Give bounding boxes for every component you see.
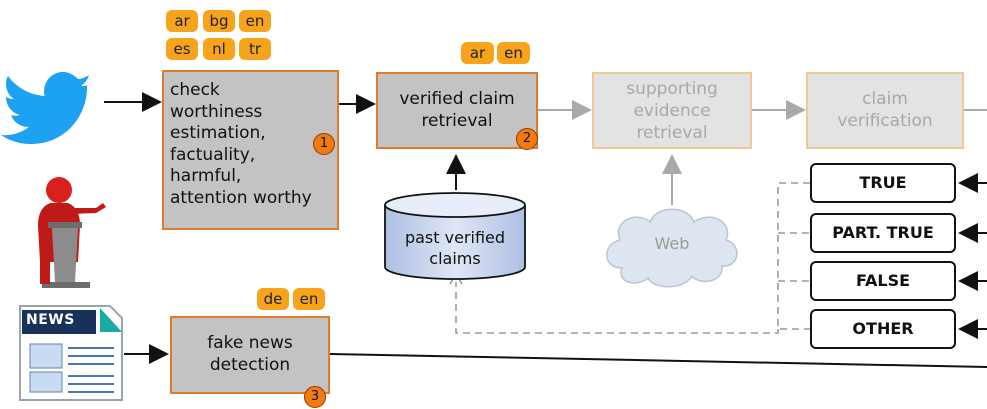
lang-tag-bg: bg — [203, 10, 235, 32]
lang-tag-ar: ar — [461, 42, 494, 64]
lang-tag-de: de — [257, 288, 289, 310]
lang-tag-en: en — [497, 42, 530, 64]
lang-tag-ar: ar — [166, 10, 198, 32]
dashed-feedback-path — [455, 182, 810, 334]
label-part-true-text: PART. TRUE — [832, 223, 934, 242]
label-part-true: PART. TRUE — [810, 213, 956, 253]
label-other-text: OTHER — [852, 319, 914, 338]
checkworthiness-label: check worthiness estimation, factuality,… — [170, 80, 312, 208]
lang-tag-en: en — [293, 288, 325, 310]
supporting-evidence-retrieval-box: supporting evidence retrieval — [592, 72, 752, 149]
label-true-text: TRUE — [859, 173, 907, 192]
speaker-icon — [38, 177, 106, 288]
step-number-3: 3 — [304, 386, 326, 408]
fake-news-detection-box: fake news detection — [170, 316, 330, 394]
arrow-fakenews-out — [329, 353, 987, 368]
label-false: FALSE — [810, 261, 956, 301]
news-document-icon — [19, 305, 123, 401]
label-false-text: FALSE — [855, 271, 911, 290]
label-other: OTHER — [810, 309, 956, 349]
past-verified-claims-db — [384, 192, 526, 280]
lang-tag-nl: nl — [203, 38, 235, 60]
step-number-1: 1 — [313, 133, 335, 155]
lang-tag-tr: tr — [239, 38, 271, 60]
label-true: TRUE — [810, 163, 956, 203]
supporting-evidence-retrieval-label: supporting evidence retrieval — [626, 79, 718, 143]
twitter-bird-icon — [1, 72, 94, 144]
lang-tag-en: en — [239, 10, 271, 32]
fake-news-detection-label: fake news detection — [207, 333, 293, 375]
claim-verification-box: claim verification — [806, 72, 964, 149]
step-number-2: 2 — [516, 128, 538, 150]
web-label: Web — [654, 234, 690, 253]
verified-claim-retrieval-label: verified claim retrieval — [399, 89, 515, 131]
checkworthiness-box: check worthiness estimation, factuality,… — [162, 70, 339, 230]
news-icon-label: NEWS — [26, 312, 75, 328]
web-cloud-icon — [606, 208, 738, 288]
lang-tag-es: es — [166, 38, 198, 60]
claim-verification-label: claim verification — [837, 89, 933, 131]
past-verified-claims-label: past verified claims — [404, 228, 506, 268]
verified-claim-retrieval-box: verified claim retrieval — [376, 72, 538, 149]
